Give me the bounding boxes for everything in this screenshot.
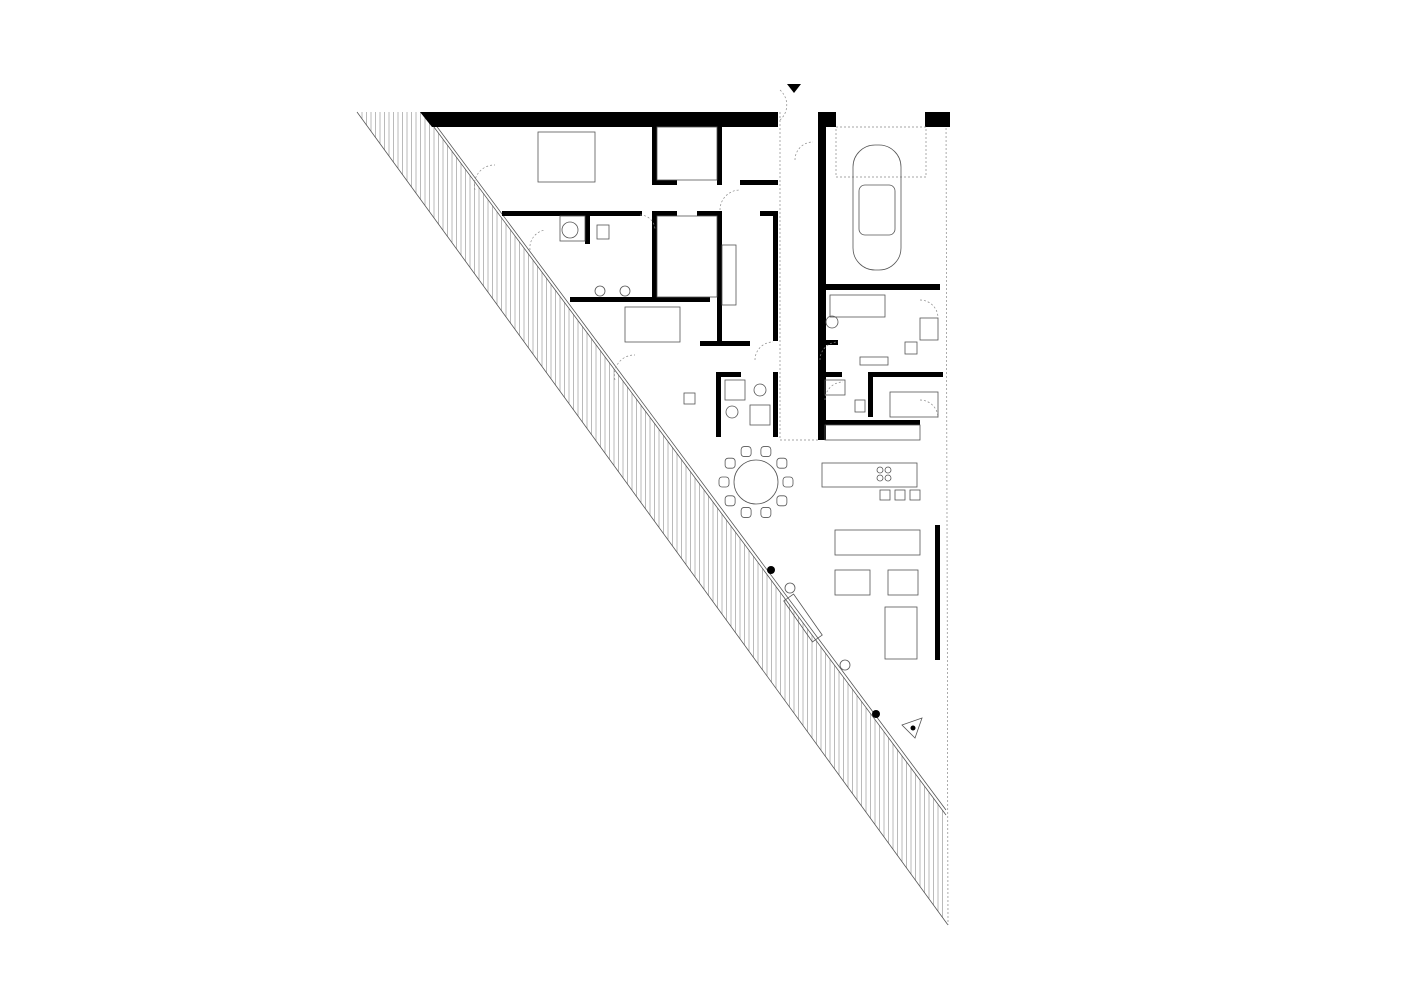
walls [420,112,950,718]
facade-inner-line [424,114,947,816]
kitchenette [721,244,737,306]
dining-table [733,459,779,505]
facade-outer-line [356,111,949,926]
bed-2 [624,306,681,343]
armchair [884,606,918,660]
chair [718,476,730,488]
east-boundary [945,111,949,926]
facade-hatching [361,112,943,918]
sofa [834,529,921,556]
chair [724,495,736,507]
chair [782,476,794,488]
kitchen-island [821,462,918,488]
furniture [537,126,939,671]
chair [776,495,788,507]
chair [724,457,736,469]
dining-chairs [718,446,794,518]
north-arrow-icon [901,717,923,739]
entrance-arrow-icon [787,84,801,93]
chair [760,446,772,457]
wardrobe [656,126,718,181]
door-swings [474,89,939,441]
bed [537,131,596,183]
chair [776,457,788,469]
chair [740,507,752,518]
glazing-line [431,119,947,811]
car-icon [852,144,902,271]
wardrobe-2 [656,215,718,298]
chair [760,507,772,518]
chair [740,446,752,457]
